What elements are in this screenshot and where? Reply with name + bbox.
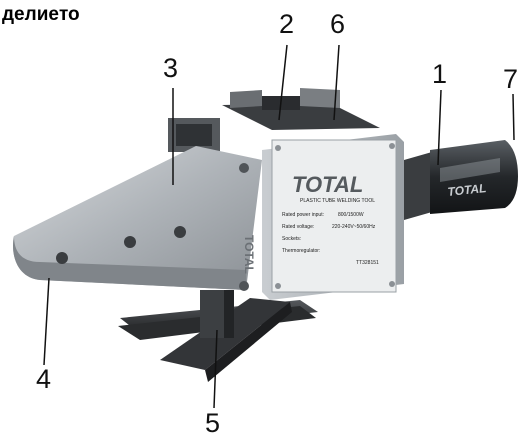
callout-5: 5	[205, 408, 221, 438]
stand	[118, 290, 318, 382]
callout-7: 7	[503, 64, 518, 94]
plate-model: TT328151	[356, 260, 379, 266]
rating-plate	[271, 139, 397, 293]
plate-brand-text: TOTAL	[242, 235, 256, 274]
handle: TOTAL	[404, 140, 518, 220]
mounting-bracket	[168, 118, 220, 152]
plate-label-power: Rated power input:	[282, 212, 324, 218]
callout-4: 4	[36, 364, 52, 394]
heating-plate: TOTAL	[13, 146, 263, 291]
plate-value-power: 800/1500W	[338, 212, 364, 218]
plate-hole-2	[124, 236, 136, 248]
callout-1: 1	[432, 59, 448, 89]
callout-6: 6	[330, 9, 346, 39]
housing: TOTAL PLASTIC TUBE WELDING TOOL Rated po…	[262, 134, 404, 300]
plate-label-thermo: Thermoregulator:	[282, 248, 320, 254]
plate-hole-1	[56, 252, 68, 264]
callout-2: 2	[279, 9, 295, 39]
handle-brand: TOTAL	[447, 181, 487, 199]
callout-3: 3	[163, 53, 179, 83]
rating-plate-brand: TOTAL	[292, 172, 363, 197]
leader-lines	[43, 44, 515, 409]
top-clamp	[222, 88, 380, 130]
plate-hole-3	[174, 226, 186, 238]
rating-plate-subtitle: PLASTIC TUBE WELDING TOOL	[300, 198, 375, 204]
plate-value-voltage: 220-240V~50/60Hz	[332, 224, 376, 230]
plate-label-voltage: Rated voltage:	[282, 224, 314, 230]
plate-label-sockets: Sockets:	[282, 236, 301, 242]
page-heading: делиeто	[2, 4, 80, 25]
